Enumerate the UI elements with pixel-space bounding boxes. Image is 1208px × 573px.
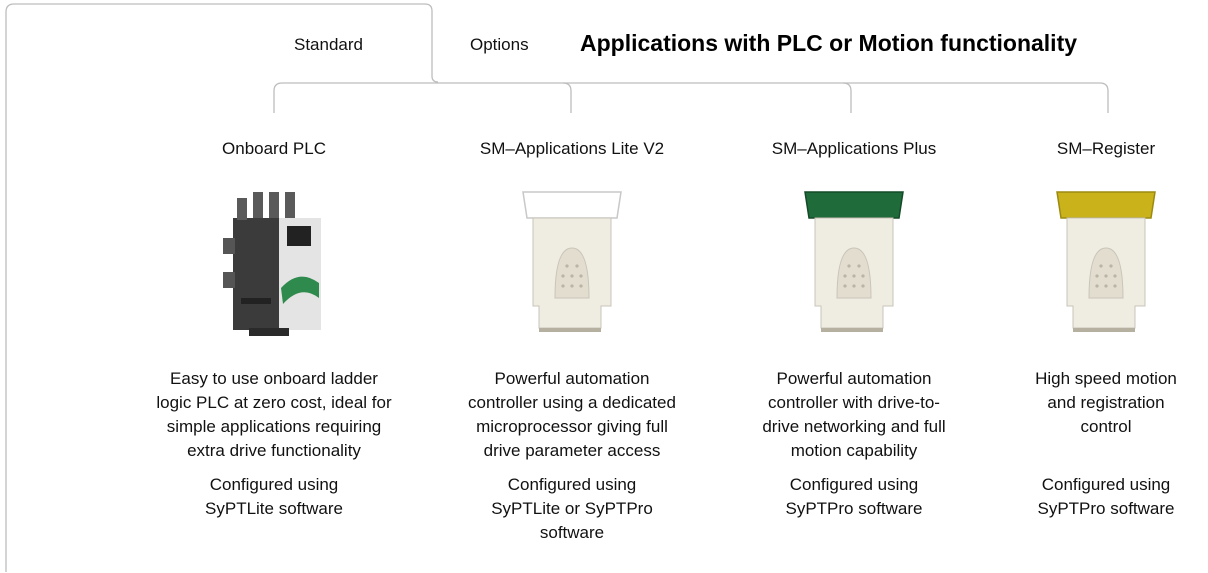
tab-options[interactable]: Options — [470, 35, 529, 54]
column-title: SM–Applications Plus — [771, 139, 937, 158]
column-title: SM–Register — [1056, 139, 1156, 158]
column-sm-applications-lite-v2: SM–Applications Lite V2 Powerful automat… — [436, 137, 708, 545]
module-white-image — [436, 183, 708, 343]
column-description: Easy to use onboard ladder logic PLC at … — [156, 369, 392, 460]
drive-unit-image — [114, 183, 434, 343]
module-yellow-image — [1014, 183, 1198, 343]
column-configured: Configured using SyPTLite or SyPTPro sof… — [491, 475, 653, 542]
column-description: Powerful automation controller with driv… — [762, 369, 946, 460]
column-description: Powerful automation controller using a d… — [468, 369, 676, 460]
frame-outline — [5, 3, 439, 572]
column-configured: Configured using SyPTLite software — [205, 475, 343, 518]
column-title: Onboard PLC — [222, 139, 326, 158]
column-description: High speed motion and registration contr… — [1035, 369, 1177, 436]
tab-standard[interactable]: Standard — [294, 35, 363, 54]
column-sm-register: SM–Register High speed motion and regist… — [1014, 137, 1198, 521]
column-title: SM–Applications Lite V2 — [479, 139, 665, 158]
column-sm-applications-plus: SM–Applications Plus Powerful automation… — [724, 137, 984, 521]
column-configured: Configured using SyPTPro software — [785, 475, 923, 518]
connector-drop-3 — [842, 82, 852, 113]
module-green-image — [724, 183, 984, 343]
page-title: Applications with PLC or Motion function… — [580, 30, 1078, 56]
column-onboard-plc: Onboard PLC Easy to use onboard ladder l… — [114, 137, 434, 521]
connector-bar — [273, 82, 1109, 113]
column-configured: Configured using SyPTPro software — [1037, 475, 1175, 518]
connector-drop-2 — [562, 82, 572, 113]
